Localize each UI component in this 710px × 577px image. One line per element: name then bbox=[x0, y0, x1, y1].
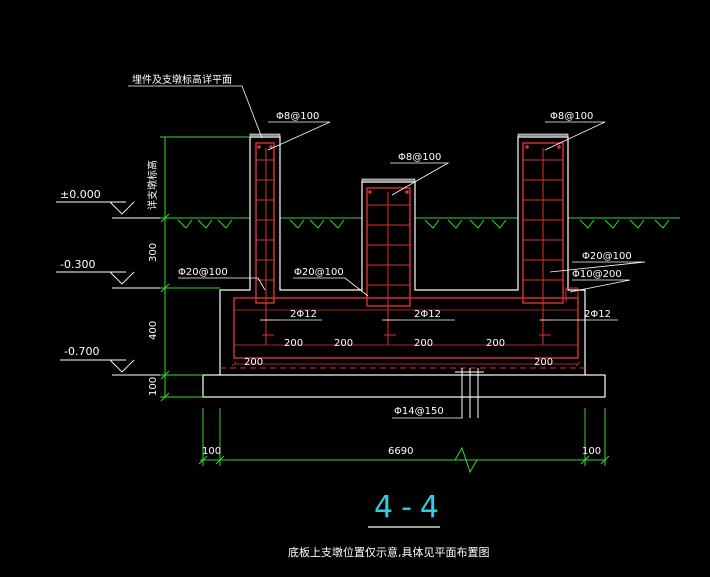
dim-left-300: 300 bbox=[148, 243, 159, 262]
embed-note: 埋件及支墩标高详平面 bbox=[132, 73, 232, 86]
dim-left-400: 400 bbox=[148, 321, 159, 340]
rebar-top-right: Φ8@100 bbox=[550, 111, 593, 122]
dim-bottom-right-100: 100 bbox=[582, 446, 601, 457]
rebar-right-stirrup: Φ10@200 bbox=[572, 269, 622, 280]
pier-top-hatch bbox=[249, 133, 569, 183]
elevation-0300: -0.300 bbox=[60, 258, 95, 271]
beam-bar-1: 2Φ12 bbox=[290, 309, 317, 320]
rebar-top-mid: Φ8@100 bbox=[398, 152, 441, 163]
base-rebar-marks bbox=[455, 368, 484, 418]
rebar-left-side: Φ20@100 bbox=[178, 267, 228, 278]
rebar-mid-side: Φ20@100 bbox=[294, 267, 344, 278]
dim-200-d: 200 bbox=[486, 338, 505, 349]
caption: 底板上支墩位置仅示意,具体见平面布置图 bbox=[288, 545, 490, 559]
dim-left-100: 100 bbox=[148, 377, 159, 396]
base-rebar-label: Φ14@150 bbox=[394, 406, 444, 417]
dim-200-c: 200 bbox=[414, 338, 433, 349]
dim-bottom-6690: 6690 bbox=[388, 446, 413, 457]
dim-200-e: 200 bbox=[244, 357, 263, 368]
elevation-markers bbox=[56, 201, 165, 376]
bar-dots bbox=[257, 145, 561, 194]
vertical-note: 详支墩标高 bbox=[146, 160, 159, 210]
dim-200-b: 200 bbox=[334, 338, 353, 349]
elevation-0700: -0.700 bbox=[64, 345, 99, 358]
ground-line bbox=[165, 217, 680, 229]
beam-bar-3: 2Φ12 bbox=[584, 309, 611, 320]
elevation-0000: ±0.000 bbox=[60, 188, 101, 201]
dim-200-a: 200 bbox=[284, 338, 303, 349]
rebar-cages bbox=[220, 142, 585, 369]
dim-200-f: 200 bbox=[534, 357, 553, 368]
rebar-right-side: Φ20@100 bbox=[582, 251, 632, 262]
leaders bbox=[128, 85, 646, 419]
bottom-dimension bbox=[198, 408, 610, 474]
inner-dimension bbox=[231, 361, 581, 367]
section-title: 4-4 bbox=[374, 490, 447, 525]
rebar-top-left: Φ8@100 bbox=[276, 111, 319, 122]
dim-bottom-left-100: 100 bbox=[202, 446, 221, 457]
left-dimension bbox=[160, 136, 250, 402]
beam-bar-2: 2Φ12 bbox=[414, 309, 441, 320]
